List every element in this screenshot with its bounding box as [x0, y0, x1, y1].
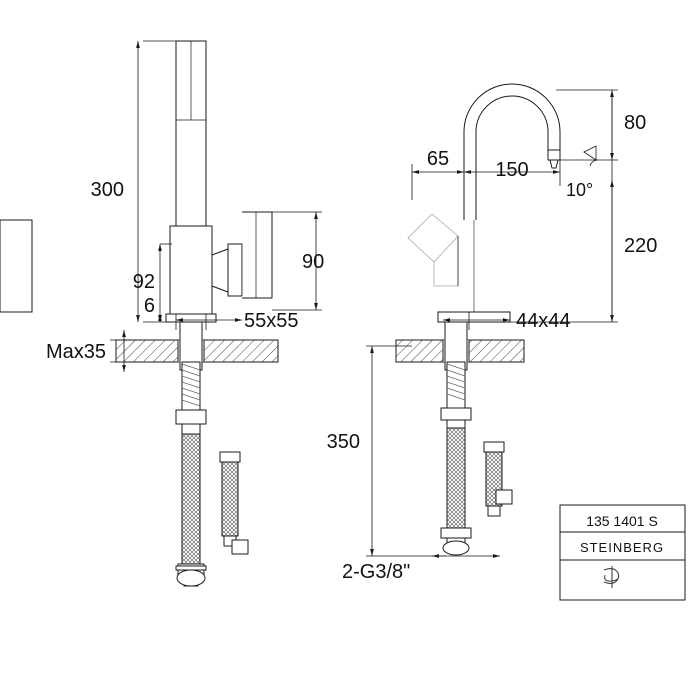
right-view-product — [0, 83, 561, 323]
label-80: 80 — [624, 112, 646, 134]
label-150: 150 — [495, 159, 528, 181]
label-connection-thread: 2-G3/8" — [342, 561, 410, 583]
label-300: 300 — [91, 179, 124, 201]
left-view-dimension-lines — [110, 40, 322, 372]
title-block-article-number: 135 1401 S — [586, 513, 658, 529]
label-55x55: 55x55 — [244, 310, 299, 332]
right-view-dimension-lines — [366, 89, 618, 558]
label-6: 6 — [144, 295, 155, 317]
label-92: 92 — [133, 271, 155, 293]
right-view-under-counter-assembly — [440, 321, 513, 556]
label-90: 90 — [302, 251, 324, 273]
label-44x44: 44x44 — [516, 310, 571, 332]
left-view-under-counter-assembly — [175, 321, 249, 587]
title-block-frame — [559, 504, 686, 601]
label-10deg: 10° — [566, 180, 593, 200]
label-65: 65 — [427, 148, 449, 170]
left-view-product — [165, 40, 273, 323]
steinberg-logo-icon — [603, 566, 620, 588]
label-220: 220 — [624, 235, 657, 257]
label-max35: Max35 — [46, 341, 106, 363]
title-block-brand: STEINBERG — [580, 540, 664, 555]
label-350: 350 — [327, 431, 360, 453]
